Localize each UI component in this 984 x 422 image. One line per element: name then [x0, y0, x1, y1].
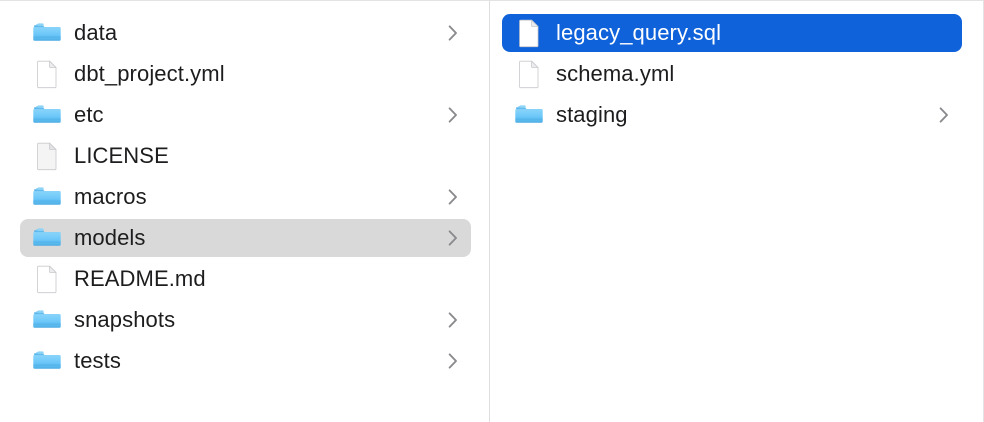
file-row[interactable]: staging	[502, 96, 962, 134]
folder-icon	[32, 305, 62, 335]
file-row-label: snapshots	[74, 307, 176, 332]
chevron-right-icon[interactable]	[938, 106, 950, 124]
document-icon	[32, 59, 62, 89]
column-child[interactable]: legacy_query.sql schema.yml staging	[490, 1, 983, 422]
chevron-right-icon[interactable]	[447, 188, 459, 206]
folder-icon	[32, 182, 62, 212]
chevron-right-icon[interactable]	[447, 106, 459, 124]
chevron-right-icon[interactable]	[447, 24, 459, 42]
file-row-label: etc	[74, 102, 104, 127]
folder-icon	[32, 223, 62, 253]
file-row-label: schema.yml	[556, 61, 675, 86]
file-row-label: staging	[556, 102, 628, 127]
file-row[interactable]: tests	[20, 342, 471, 380]
chevron-right-icon[interactable]	[447, 229, 459, 247]
file-row[interactable]: models	[20, 219, 471, 257]
file-row[interactable]: LICENSE	[20, 137, 471, 175]
file-row-label: dbt_project.yml	[74, 61, 225, 86]
document-icon	[32, 264, 62, 294]
folder-icon	[32, 18, 62, 48]
file-row-label: legacy_query.sql	[556, 20, 722, 45]
document-plain-icon	[32, 141, 62, 171]
document-icon	[514, 18, 544, 48]
file-row[interactable]: snapshots	[20, 301, 471, 339]
folder-icon	[514, 100, 544, 130]
chevron-right-icon[interactable]	[447, 352, 459, 370]
file-row[interactable]: legacy_query.sql	[502, 14, 962, 52]
folder-icon	[32, 100, 62, 130]
file-row-label: LICENSE	[74, 143, 169, 168]
file-row[interactable]: README.md	[20, 260, 471, 298]
file-row-label: models	[74, 225, 146, 250]
file-row[interactable]: macros	[20, 178, 471, 216]
file-row[interactable]: data	[20, 14, 471, 52]
chevron-right-icon[interactable]	[447, 311, 459, 329]
file-row-label: data	[74, 20, 118, 45]
file-row[interactable]: etc	[20, 96, 471, 134]
folder-icon	[32, 346, 62, 376]
file-row-label: README.md	[74, 266, 206, 291]
file-row[interactable]: dbt_project.yml	[20, 55, 471, 93]
file-row-label: macros	[74, 184, 147, 209]
document-icon	[514, 59, 544, 89]
file-row[interactable]: schema.yml	[502, 55, 962, 93]
file-row-label: tests	[74, 348, 121, 373]
